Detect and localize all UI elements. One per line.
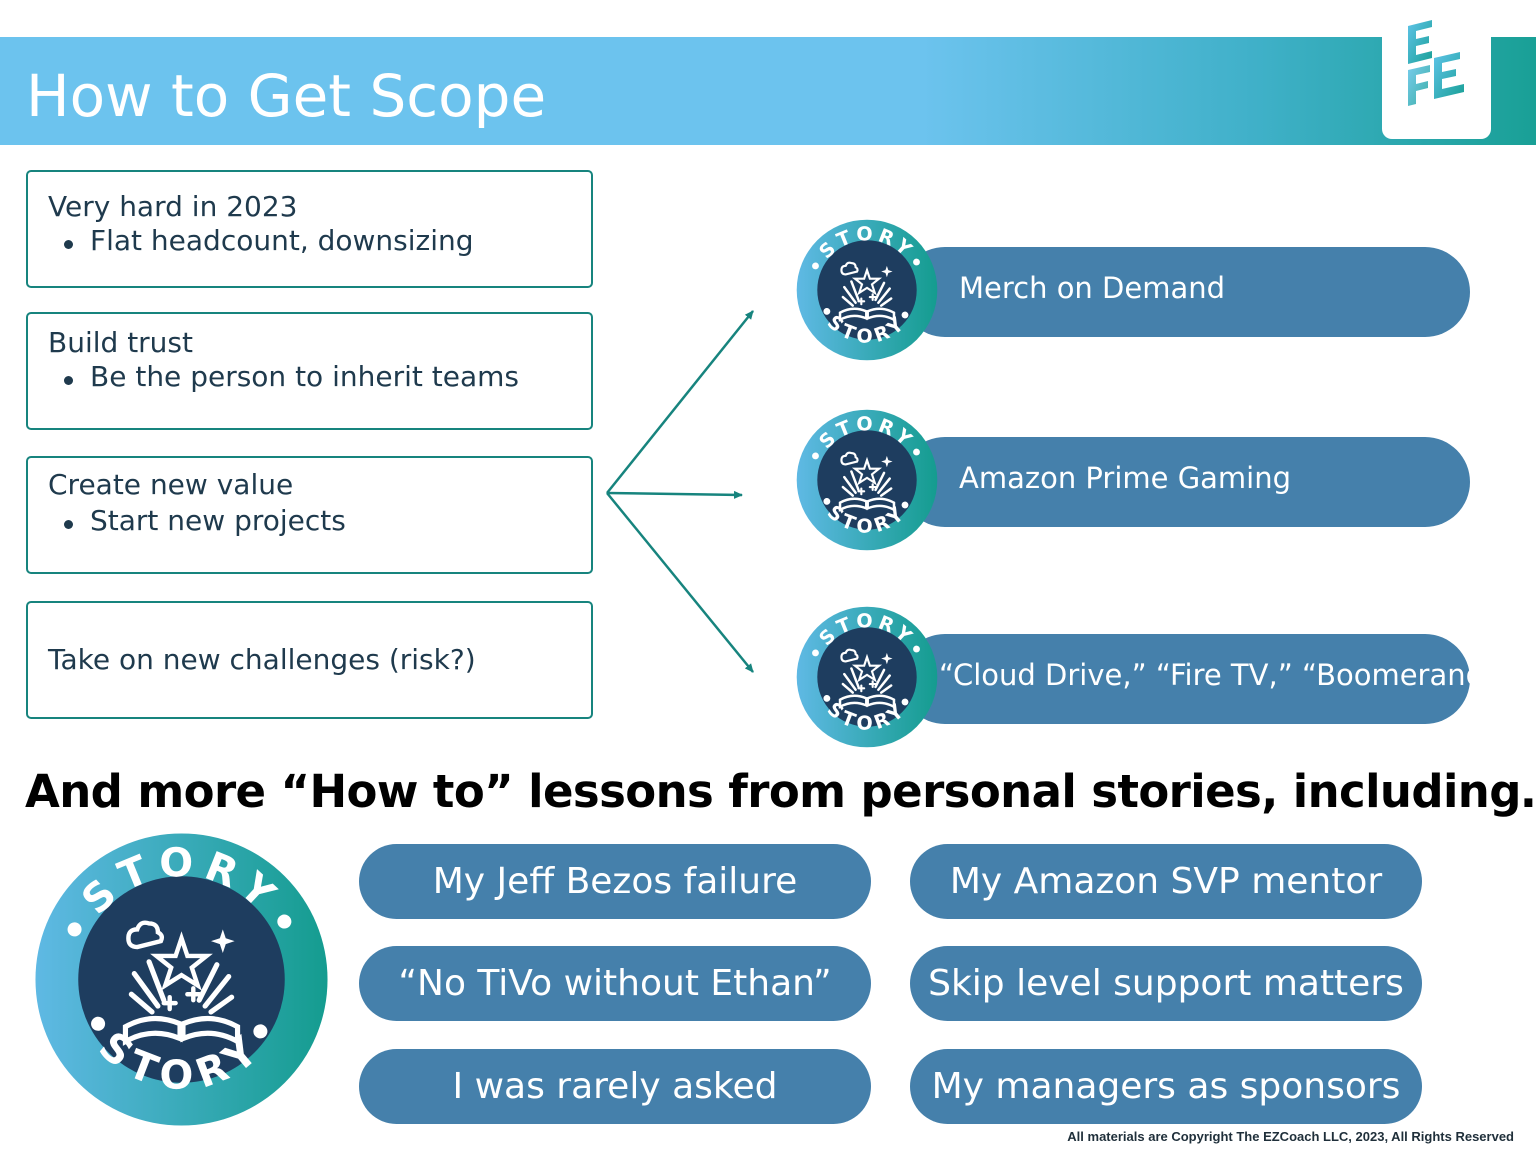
- lesson-pill: Skip level support matters: [910, 946, 1422, 1021]
- box-heading: Very hard in 2023: [48, 190, 298, 223]
- arrow-up-icon: [606, 310, 754, 494]
- page-title: How to Get Scope: [26, 62, 547, 130]
- story-label: Merch on Demand: [959, 271, 1226, 305]
- story-label: Amazon Prime Gaming: [959, 461, 1292, 495]
- box-heading: Take on new challenges (risk?): [48, 643, 476, 676]
- lesson-pill: My Jeff Bezos failure: [359, 844, 871, 919]
- copyright-notice: All materials are Copyright The EZCoach …: [1067, 1129, 1514, 1144]
- story-badge-large-icon: •STORY••STORY•: [34, 832, 329, 1127]
- story-pill-prime-gaming: Amazon Prime Gaming: [900, 437, 1470, 527]
- bullet-icon: [64, 240, 73, 249]
- bullet-icon: [64, 376, 73, 385]
- arrow-right-icon: [606, 490, 743, 499]
- scope-box-challenges: Take on new challenges (risk?): [26, 601, 593, 719]
- lessons-heading: And more “How to” lessons from personal …: [25, 765, 1536, 818]
- lesson-pill: My managers as sponsors: [910, 1049, 1422, 1124]
- scope-box-trust: Build trust Be the person to inherit tea…: [26, 312, 593, 430]
- scope-box-value: Create new value Start new projects: [26, 456, 593, 574]
- story-badge-icon: •STORY••STORY•: [796, 219, 938, 361]
- bullet-icon: [64, 520, 73, 529]
- box-bullet-text: Start new projects: [90, 504, 346, 537]
- arrow-down-icon: [606, 492, 754, 673]
- story-pill-merch: Merch on Demand: [900, 247, 1470, 337]
- story-badge-icon: •STORY••STORY•: [796, 409, 938, 551]
- box-heading: Build trust: [48, 326, 193, 359]
- company-logo: [1382, 14, 1491, 139]
- lesson-pill: I was rarely asked: [359, 1049, 871, 1124]
- story-pill-cloud-drive: “Cloud Drive,” “Fire TV,” “Boomerang”: [900, 634, 1499, 724]
- story-badge-icon: •STORY••STORY•: [796, 606, 938, 748]
- scope-box-hard: Very hard in 2023 Flat headcount, downsi…: [26, 170, 593, 288]
- ee-logo-icon: [1408, 20, 1464, 106]
- lesson-pill: My Amazon SVP mentor: [910, 844, 1422, 919]
- story-label: “Cloud Drive,” “Fire TV,” “Boomerang”: [939, 658, 1500, 692]
- lesson-pill: “No TiVo without Ethan”: [359, 946, 871, 1021]
- box-heading: Create new value: [48, 468, 294, 501]
- box-bullet-text: Flat headcount, downsizing: [90, 224, 474, 257]
- box-bullet-text: Be the person to inherit teams: [90, 360, 519, 393]
- header-banner: [0, 37, 1536, 145]
